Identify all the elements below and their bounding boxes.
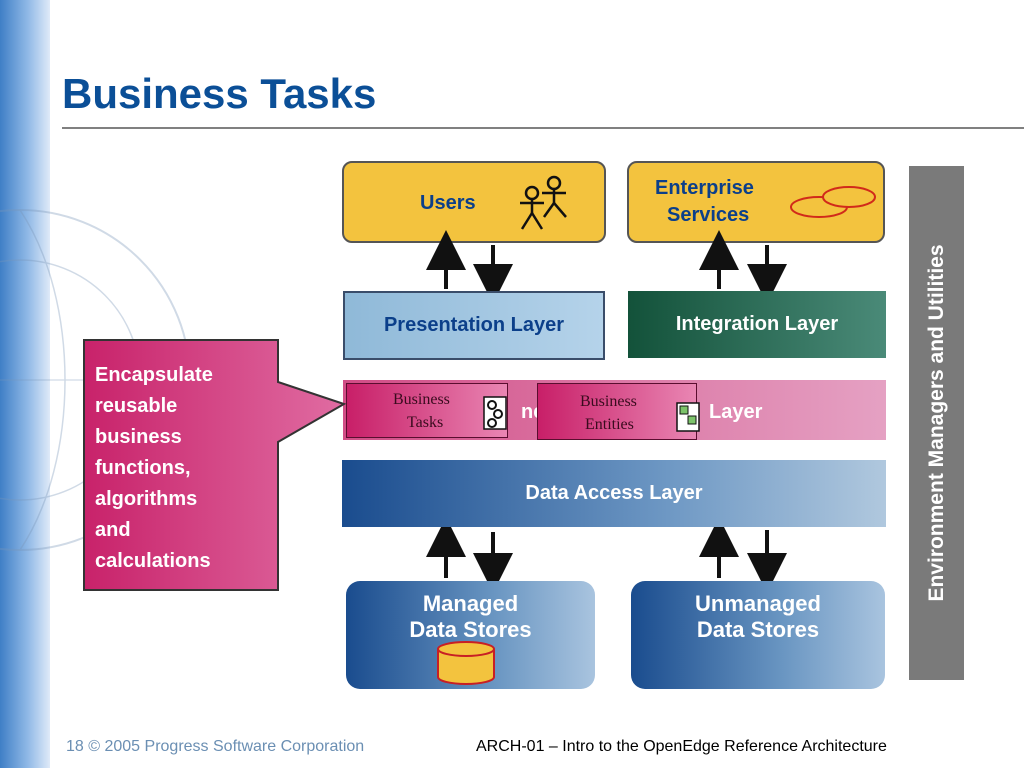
presentation-layer: Presentation Layer — [343, 291, 605, 360]
gear-document-icon — [483, 396, 507, 430]
unmanaged-label-line2: Data Stores — [696, 617, 820, 642]
managed-label-line2: Data Stores — [409, 617, 532, 642]
slide-title: Business Tasks — [62, 70, 377, 117]
callout-line: algorithms — [95, 488, 198, 510]
users-box: Users — [342, 161, 606, 243]
stick-figures-icon — [520, 175, 567, 230]
environment-bar-label: Environment Managers and Utilities — [924, 244, 948, 602]
business-tasks-chip: Business Tasks — [346, 383, 508, 438]
unmanaged-label-line1: Unmanaged — [695, 591, 821, 616]
ellipses-icon — [790, 186, 876, 218]
entity-document-icon — [676, 402, 700, 432]
managed-data-stores-box: Managed Data Stores — [346, 581, 595, 689]
callout-text: Encapsulate reusable business functions,… — [95, 360, 275, 577]
business-layer-label-right: Layer — [709, 401, 763, 423]
managed-label-line1: Managed — [422, 591, 519, 616]
data-access-layer: Data Access Layer — [342, 460, 886, 527]
callout-shape — [83, 339, 347, 591]
callout-line: functions, — [95, 457, 191, 479]
business-entities-chip-line2: Entities — [585, 416, 634, 433]
business-tasks-chip-line1: Business — [393, 391, 450, 408]
slide-sidebar — [0, 0, 50, 768]
callout-line: business — [95, 426, 182, 448]
unmanaged-data-stores-box: Unmanaged Data Stores — [631, 581, 885, 689]
page-number: 18 — [66, 738, 84, 755]
callout-line: calculations — [95, 550, 211, 572]
callout-line: reusable — [95, 395, 178, 417]
title-divider — [62, 127, 1024, 129]
business-tasks-chip-line2: Tasks — [407, 414, 444, 431]
users-label: Users — [420, 192, 476, 214]
database-cylinder-icon — [437, 641, 495, 685]
enterprise-services-box: Enterprise Services — [627, 161, 885, 243]
enterprise-label-line1: Enterprise — [655, 177, 754, 199]
copyright: © 2005 Progress Software Corporation — [88, 738, 365, 755]
footer-left: 18 © 2005 Progress Software Corporation — [66, 738, 364, 756]
business-entities-chip: Business Entities — [537, 383, 700, 440]
environment-managers-bar: Environment Managers and Utilities — [909, 166, 964, 680]
enterprise-label-line2: Services — [667, 204, 750, 226]
integration-layer: Integration Layer — [628, 291, 886, 358]
callout-line: Encapsulate — [95, 364, 213, 386]
callout-line: and — [95, 519, 131, 541]
session-title: ARCH-01 – Intro to the OpenEdge Referenc… — [476, 738, 887, 755]
business-entities-chip-line1: Business — [580, 393, 637, 410]
